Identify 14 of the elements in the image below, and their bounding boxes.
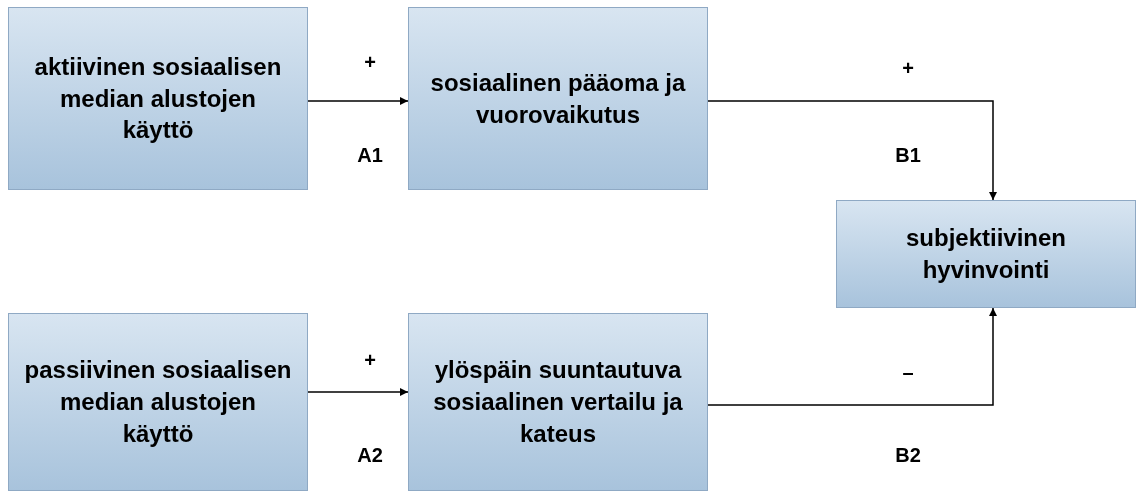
- process-box: [408, 7, 708, 190]
- box-label: ylöspäin suuntautuva sosiaalinen vertailu ja kateus: [432, 355, 684, 449]
- arrow: [307, 97, 409, 105]
- box-label: passiivinen sosiaalisen median alustojen käyttö: [23, 355, 293, 449]
- box-label: subjektiivinen hyvinvointi: [904, 223, 1067, 285]
- arrow: [307, 388, 409, 396]
- arrow: [707, 100, 997, 201]
- process-box: [836, 200, 1136, 308]
- process-box: [8, 313, 308, 491]
- arrow: [707, 307, 997, 406]
- process-box: [8, 7, 308, 190]
- box-label: sosiaalinen pääoma ja vuorovaikutus: [429, 67, 687, 130]
- process-box: [408, 313, 708, 491]
- box-label: aktiivinen sosiaalisen median alustojen käyttö: [33, 51, 283, 146]
